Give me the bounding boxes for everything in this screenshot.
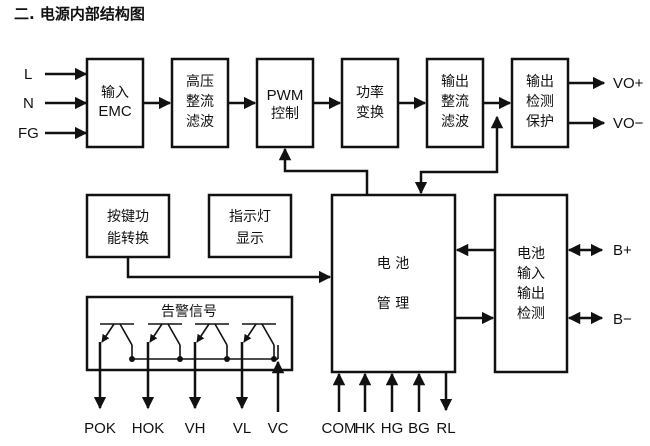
svg-text:RL: RL <box>436 420 455 437</box>
svg-text:显示: 显示 <box>236 231 264 247</box>
svg-text:输入: 输入 <box>101 85 129 101</box>
svg-text:BG: BG <box>408 420 430 437</box>
svg-text:输出: 输出 <box>441 74 469 90</box>
block-power-conversion: 功率 变换 <box>340 57 400 149</box>
svg-text:检测: 检测 <box>517 306 545 322</box>
block-output-protection: 输出 检测 保护 <box>510 57 570 149</box>
svg-text:VO+: VO+ <box>613 75 644 92</box>
alarm-pins: POK HOK VH VL VC <box>84 342 289 437</box>
block-key-function: 按键功 能转换 <box>85 193 171 259</box>
block-battery-io-detection: 电池 输入 输出 检测 <box>493 193 569 374</box>
svg-text:VO−: VO− <box>613 115 644 132</box>
arrow-key-to-mgmt <box>126 257 332 284</box>
relay-contact <box>195 323 230 362</box>
svg-text:变换: 变换 <box>356 104 384 121</box>
svg-text:输入: 输入 <box>517 266 545 282</box>
output-vo-minus: VO− <box>568 115 644 132</box>
input-N: N <box>23 95 88 112</box>
svg-text:管 理: 管 理 <box>377 296 409 312</box>
alarm-pin-vh: VH <box>185 342 206 437</box>
svg-text:保护: 保护 <box>526 114 554 130</box>
svg-text:功率: 功率 <box>356 84 384 101</box>
arrow-mgmt-outrect-bidir <box>414 115 504 195</box>
alarm-pin-label: VH <box>185 420 206 437</box>
alarm-pin-label: HOK <box>132 420 165 437</box>
input-label: FG <box>18 125 39 142</box>
block-indicator-led: 指示灯 显示 <box>207 193 293 259</box>
svg-text:滤波: 滤波 <box>441 114 469 130</box>
svg-text:按键功: 按键功 <box>107 209 149 225</box>
alarm-pin-pok: POK <box>84 342 116 437</box>
svg-text:B−: B− <box>613 311 632 328</box>
svg-text:告警信号: 告警信号 <box>161 304 217 320</box>
alarm-pin-hok: HOK <box>132 342 165 437</box>
terminal-b-minus: B− <box>567 311 632 328</box>
svg-text:检测: 检测 <box>526 94 554 110</box>
svg-text:整流: 整流 <box>441 94 469 110</box>
svg-text:PWM: PWM <box>267 87 304 104</box>
block-alarm-signal: 告警信号 <box>85 295 294 372</box>
input-L: L <box>24 66 88 83</box>
svg-text:高压: 高压 <box>186 73 214 90</box>
svg-text:B+: B+ <box>613 242 632 259</box>
output-vo-plus: VO+ <box>568 75 644 92</box>
diagram-title: 二. 电源内部结构图 <box>14 5 145 23</box>
input-FG: FG <box>18 125 88 142</box>
relay-contact <box>148 323 183 362</box>
svg-text:指示灯: 指示灯 <box>229 209 271 225</box>
svg-text:滤波: 滤波 <box>186 114 214 130</box>
input-label: L <box>24 66 32 83</box>
alarm-pin-label: POK <box>84 420 116 437</box>
alarm-pin-label: VL <box>233 420 251 437</box>
svg-text:HG: HG <box>381 420 404 437</box>
svg-text:电池: 电池 <box>517 246 545 262</box>
alarm-pin-vc: VC <box>268 345 289 437</box>
svg-text:HK: HK <box>355 420 376 437</box>
svg-text:整流: 整流 <box>186 94 214 110</box>
svg-text:输出: 输出 <box>517 286 545 302</box>
relay-contact <box>100 323 135 362</box>
svg-text:输出: 输出 <box>526 74 554 90</box>
alarm-pin-vl: VL <box>233 342 251 437</box>
terminal-b-plus: B+ <box>567 242 632 259</box>
block-battery-management: 电 池 管 理 <box>330 193 457 374</box>
relay-contact <box>242 323 277 362</box>
arrow-mgmt-to-pwm <box>278 147 369 196</box>
svg-text:EMC: EMC <box>98 103 132 120</box>
alarm-pin-label: VC <box>268 420 289 437</box>
block-input-emc: 输入 EMC <box>85 57 145 149</box>
mgmt-pins: COM HK HG BG RL <box>322 372 456 437</box>
block-output-rectifier: 输出 整流 滤波 <box>425 57 485 149</box>
input-label: N <box>23 95 34 112</box>
svg-text:能转换: 能转换 <box>107 230 149 247</box>
svg-text:控制: 控制 <box>271 106 299 122</box>
block-pwm-control: PWM 控制 <box>255 57 315 149</box>
svg-text:COM: COM <box>322 420 357 437</box>
block-hv-rectifier: 高压 整流 滤波 <box>170 57 230 149</box>
svg-text:电 池: 电 池 <box>377 256 409 272</box>
